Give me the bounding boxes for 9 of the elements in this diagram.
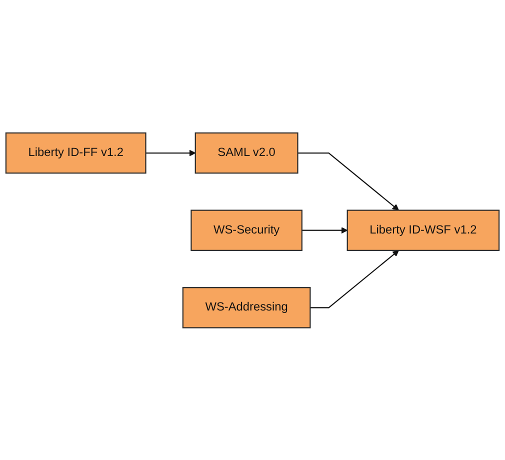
- node-box: Liberty ID-FF v1.2: [5, 132, 146, 174]
- arrow: [298, 152, 399, 210]
- node-box: SAML v2.0: [194, 132, 298, 174]
- arrow: [302, 226, 348, 234]
- arrow: [310, 250, 399, 308]
- node-box: Liberty ID-WSF v1.2: [346, 209, 500, 251]
- node-box: WS-Addressing: [182, 286, 311, 328]
- node-box: WS-Security: [190, 209, 302, 251]
- arrow: [146, 149, 196, 156]
